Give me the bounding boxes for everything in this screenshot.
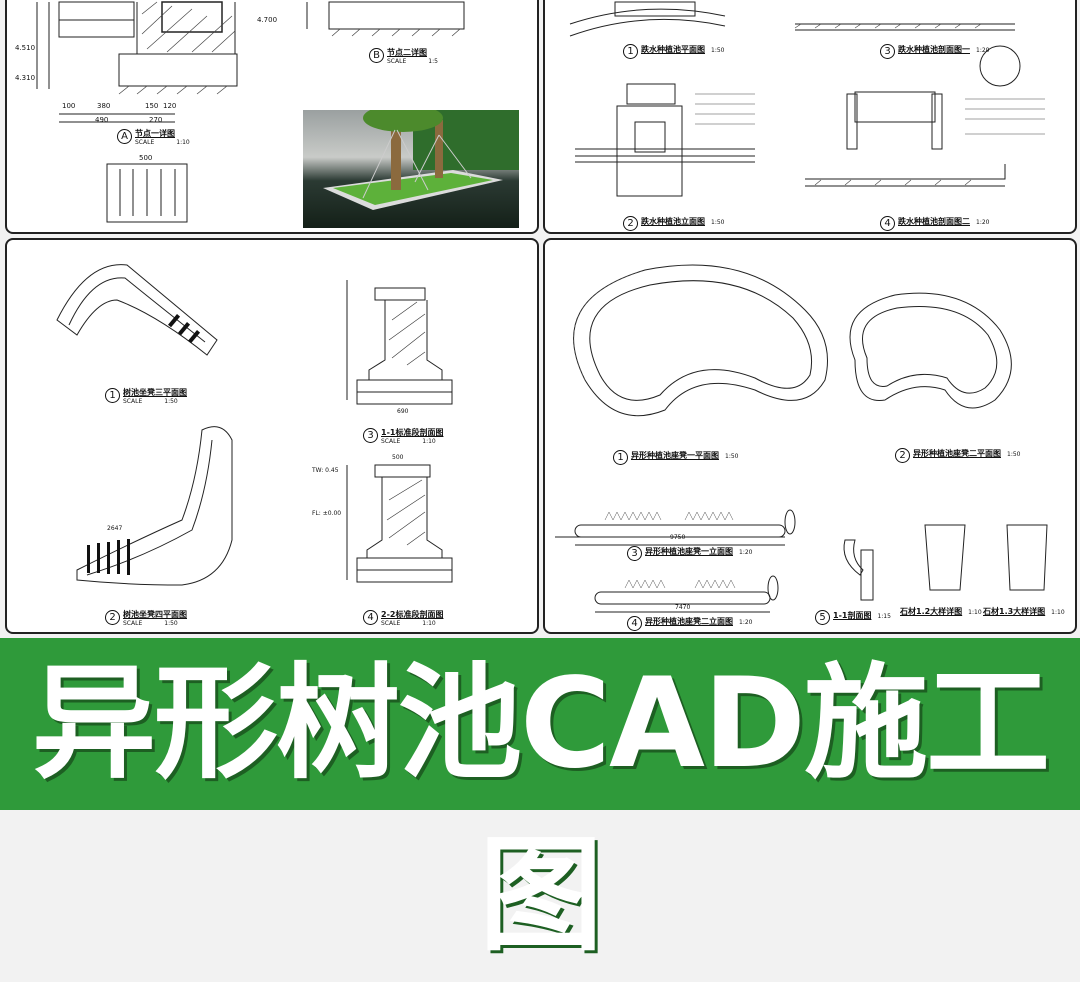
- dimension: 380: [97, 102, 111, 110]
- elevation: FL: ±0.00: [312, 510, 342, 517]
- dimension: 500: [139, 154, 153, 162]
- dimension: 150: [145, 102, 159, 110]
- elevation: 4.700: [257, 16, 278, 24]
- scale-label: SCALE: [135, 139, 155, 146]
- dimension: 2647: [107, 525, 123, 532]
- title-banner: 异形树池CAD施工图: [0, 638, 1080, 968]
- irregular-planter-drawing: [555, 264, 1048, 613]
- tree-pool-photo: [303, 110, 519, 228]
- dimension: 9750: [670, 534, 686, 541]
- dimension: 490: [95, 116, 109, 124]
- tree-pool-seat-drawing: [56, 264, 453, 586]
- dimension: 500: [392, 454, 404, 461]
- dimension: 120: [163, 102, 177, 110]
- node-detail-drawing: [36, 1, 465, 223]
- dimension: 270: [149, 116, 163, 124]
- dimension: 100: [62, 102, 76, 110]
- elevation: 4.310: [15, 74, 36, 82]
- scale-label: SCALE: [123, 398, 143, 405]
- scale-label: SCALE: [387, 58, 407, 65]
- elevation: TW: 0.45: [312, 467, 339, 474]
- scale-label: SCALE: [123, 620, 143, 627]
- dimension: 7470: [675, 604, 691, 611]
- elevation: 4.510: [15, 44, 36, 52]
- cascade-planter-drawing: [569, 1, 1045, 197]
- scale-label: SCALE: [381, 620, 401, 627]
- dimension: 690: [397, 408, 409, 415]
- banner-title: 异形树池CAD施工图: [32, 652, 1050, 968]
- scale-label: SCALE: [381, 438, 401, 445]
